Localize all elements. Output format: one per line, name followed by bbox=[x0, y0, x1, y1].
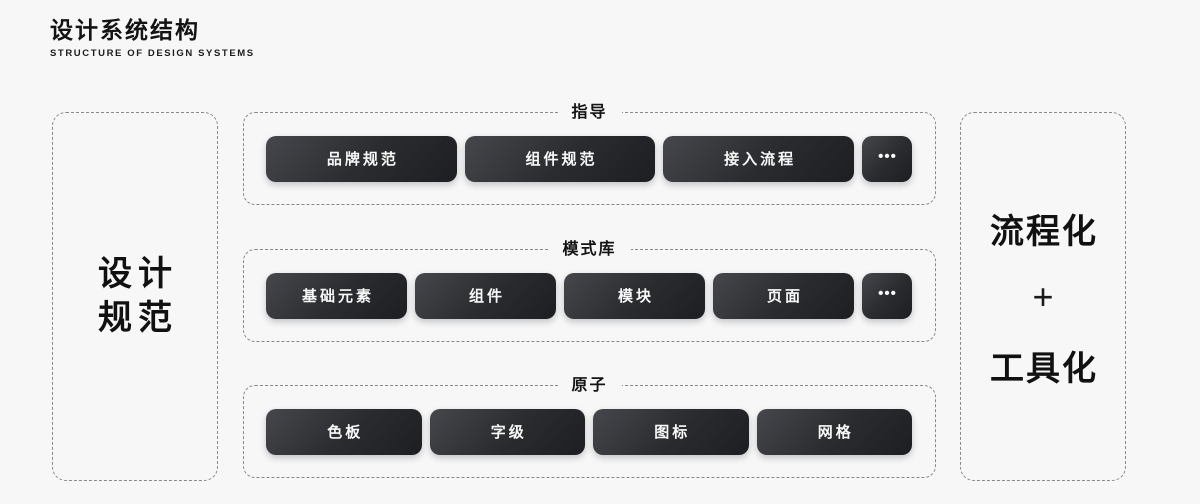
pages-button[interactable]: 页面 bbox=[713, 272, 854, 319]
guidance-button-row: 品牌规范 组件规范 接入流程 ••• bbox=[244, 113, 935, 204]
type-scale-button[interactable]: 字级 bbox=[429, 408, 585, 455]
panel-design-spec: 设计 规范 bbox=[52, 112, 218, 481]
atoms-button-row: 色板 字级 图标 网格 bbox=[244, 386, 935, 477]
section-guidance: 指导 品牌规范 组件规范 接入流程 ••• bbox=[243, 103, 936, 205]
color-palette-button[interactable]: 色板 bbox=[266, 408, 422, 455]
design-spec-label-line2: 规范 bbox=[98, 298, 178, 337]
tooling-label: 工具化 bbox=[990, 349, 1098, 388]
design-spec-label-line1: 设计 bbox=[98, 255, 178, 294]
modules-button[interactable]: 模块 bbox=[564, 272, 705, 319]
section-atoms-label: 原子 bbox=[557, 376, 622, 396]
section-atoms: 原子 色板 字级 图标 网格 bbox=[243, 376, 936, 478]
page-subtitle: STRUCTURE OF DESIGN SYSTEMS bbox=[50, 47, 255, 59]
component-spec-button[interactable]: 组件规范 bbox=[464, 135, 656, 182]
components-button[interactable]: 组件 bbox=[415, 272, 556, 319]
onboarding-process-button[interactable]: 接入流程 bbox=[663, 135, 855, 182]
panel-process-tooling: 流程化 + 工具化 bbox=[960, 112, 1126, 481]
header: 设计系统结构 STRUCTURE OF DESIGN SYSTEMS bbox=[50, 17, 255, 59]
page-title: 设计系统结构 bbox=[50, 17, 200, 43]
section-guidance-label: 指导 bbox=[557, 103, 622, 123]
basic-elements-button[interactable]: 基础元素 bbox=[266, 272, 407, 319]
guidance-more-button[interactable]: ••• bbox=[862, 135, 913, 182]
brand-spec-button[interactable]: 品牌规范 bbox=[266, 135, 457, 182]
middle-column: 指导 品牌规范 组件规范 接入流程 ••• 模式库 基础元素 组件 模块 页面 … bbox=[243, 0, 936, 504]
process-label: 流程化 bbox=[990, 212, 1098, 251]
section-pattern-library-label: 模式库 bbox=[548, 240, 631, 260]
ellipsis-icon: ••• bbox=[878, 285, 897, 302]
pattern-library-button-row: 基础元素 组件 模块 页面 ••• bbox=[244, 250, 935, 341]
icons-button[interactable]: 图标 bbox=[593, 408, 749, 455]
grid-button[interactable]: 网格 bbox=[756, 408, 912, 455]
pattern-library-more-button[interactable]: ••• bbox=[862, 272, 912, 319]
ellipsis-icon: ••• bbox=[878, 148, 897, 165]
section-pattern-library: 模式库 基础元素 组件 模块 页面 ••• bbox=[243, 240, 936, 342]
plus-icon: + bbox=[1032, 275, 1054, 317]
